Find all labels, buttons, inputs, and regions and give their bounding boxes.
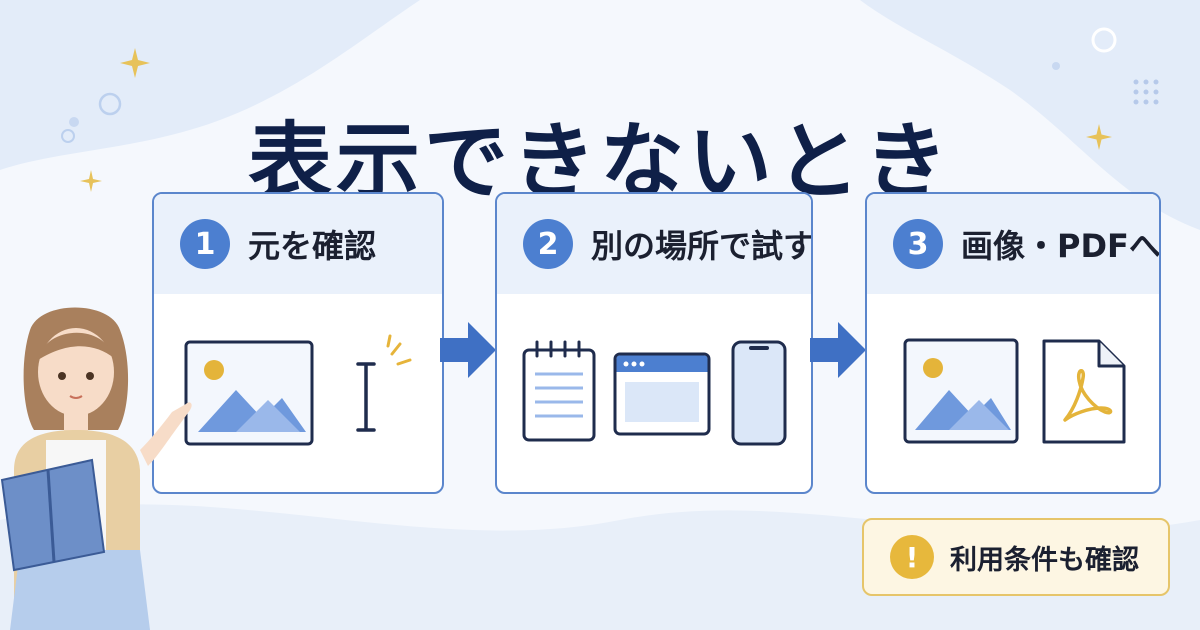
step-card-2: 2 別の場所で試す <box>495 192 813 494</box>
step-card-body <box>867 294 1159 490</box>
smartphone-icon <box>731 340 787 446</box>
image-icon <box>903 338 1019 444</box>
warning-icon: ! <box>890 535 934 579</box>
woman-with-book-illustration <box>0 307 192 630</box>
browser-window-icon <box>613 352 711 436</box>
arrow-right-icon <box>810 322 866 378</box>
step-card-header: 3 画像・PDFへ <box>867 194 1159 294</box>
image-icon <box>184 340 314 446</box>
step-card-header: 2 別の場所で試す <box>497 194 811 294</box>
step-card-3: 3 画像・PDFへ <box>865 192 1161 494</box>
sparkle-icon <box>1086 124 1112 150</box>
sparkle-icon <box>120 48 150 78</box>
pdf-document-icon <box>1042 339 1126 444</box>
step-card-body <box>154 294 442 490</box>
notice-label: 利用条件も確認 <box>950 544 1139 576</box>
step-number-badge: 3 <box>893 219 943 269</box>
bubble-dots-icon <box>1052 27 1159 105</box>
step-label: 別の場所で試す <box>591 227 813 265</box>
step-label: 元を確認 <box>248 227 377 265</box>
notice-box: ! 利用条件も確認 <box>862 518 1170 596</box>
step-card-header: 1 元を確認 <box>154 194 442 294</box>
sparkle-icon <box>80 170 102 192</box>
step-card-body <box>497 294 811 490</box>
notepad-icon <box>522 340 596 442</box>
step-number-badge: 2 <box>523 219 573 269</box>
arrow-right-icon <box>440 322 496 378</box>
bubble-dots-icon <box>61 92 122 143</box>
step-card-1: 1 元を確認 <box>152 192 444 494</box>
text-cursor-icon <box>356 334 412 432</box>
step-number-badge: 1 <box>180 219 230 269</box>
step-label: 画像・PDFへ <box>961 227 1161 265</box>
